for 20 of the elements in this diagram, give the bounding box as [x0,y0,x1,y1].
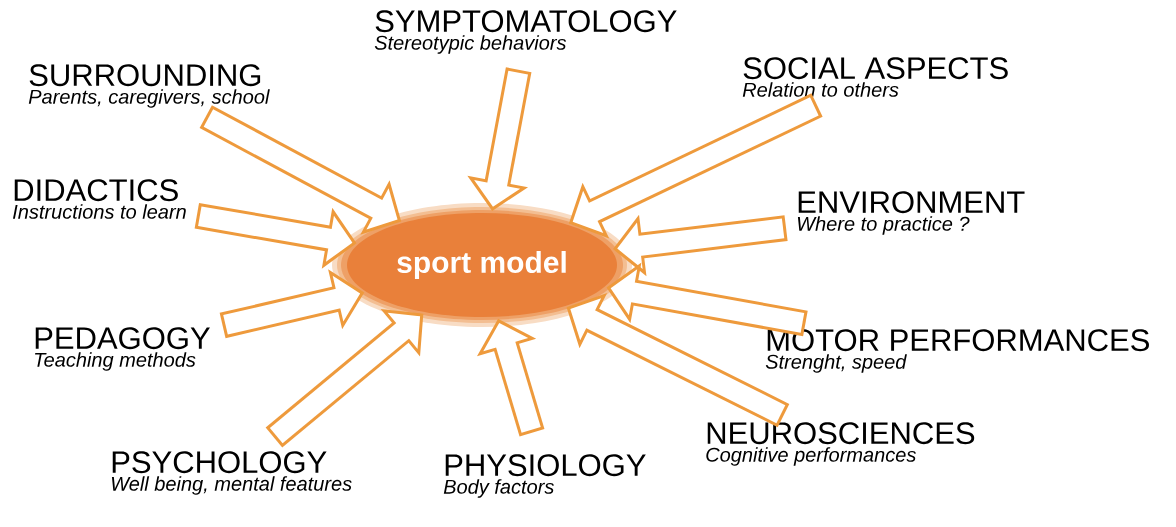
subtitle: Where to practice ? [797,216,970,235]
heading: ENVIRONMENT [798,191,1025,214]
heading: PHYSIOLOGY [445,454,646,477]
heading: DIDACTICS [14,179,178,202]
block-arrow [265,308,424,448]
subtitle: Parents, caregivers, school [28,89,270,108]
subtitle: Well being, mental features [111,476,352,495]
subtitle: Instructions to learn [13,204,186,219]
heading: PSYCHOLOGY [112,451,327,474]
heading: SURROUNDING [29,64,261,87]
subtitle: Relation to others [742,82,899,97]
heading: NEUROSCIENCES [707,422,975,445]
heading: SOCIAL ASPECTS [743,57,1008,80]
subtitle: Stereotypic behaviors [374,35,567,54]
heading: PEDAGOGY [35,327,210,350]
subtitle: Strenght, speed [765,354,907,373]
subtitle: Body factors [443,479,554,498]
heading: SYMPTOMATOLOGY [375,10,677,33]
subtitle: Cognitive performances [706,447,916,466]
subtitle: Teaching methods [35,352,196,371]
